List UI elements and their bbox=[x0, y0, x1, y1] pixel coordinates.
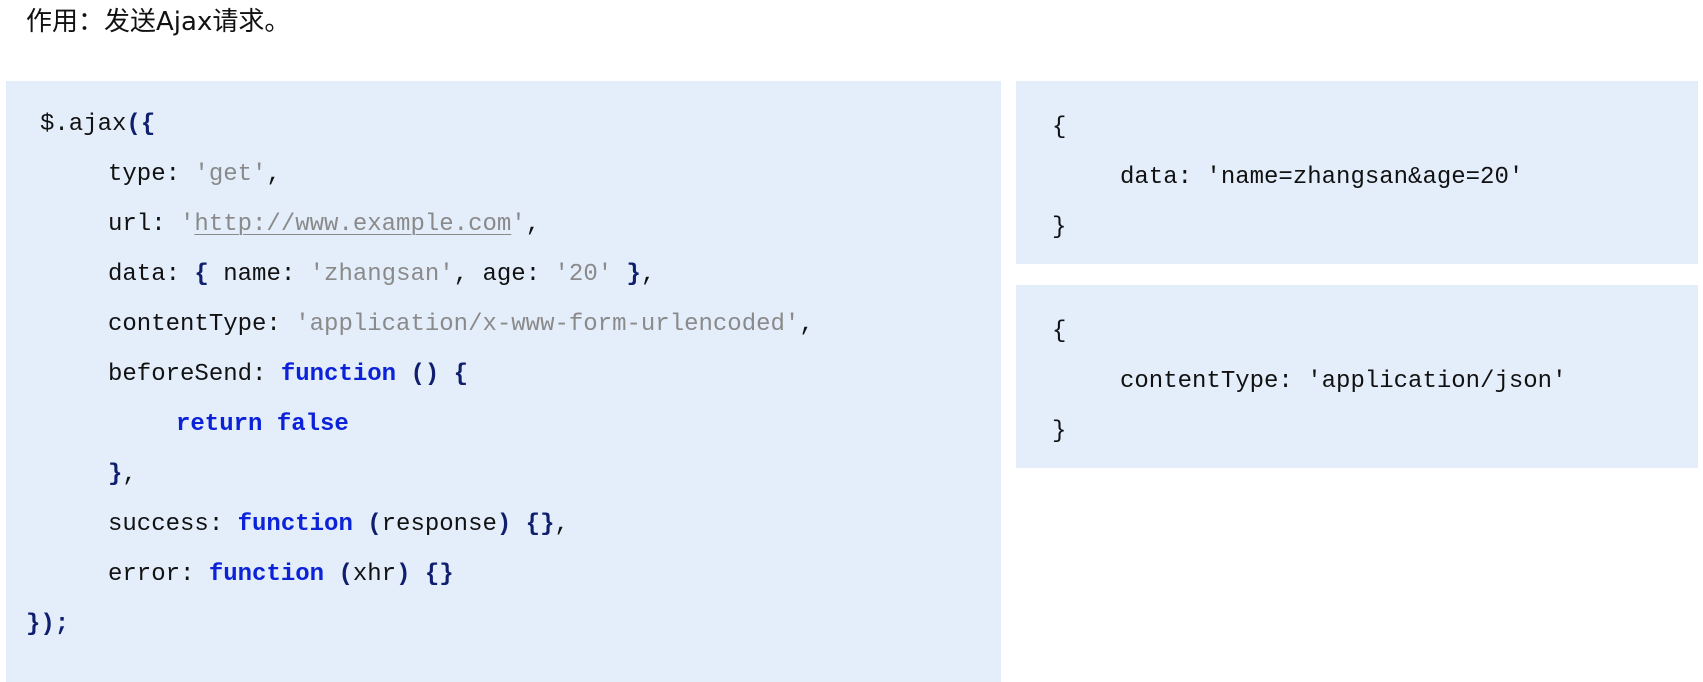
code-token: , bbox=[640, 261, 656, 288]
code-token: 'get' bbox=[194, 161, 267, 188]
code-token: , bbox=[122, 461, 137, 488]
code-token: () { bbox=[396, 361, 469, 388]
code-token: ( bbox=[352, 511, 382, 538]
code-line-5: contentType: 'application/x-www-form-url… bbox=[108, 305, 814, 345]
code-line-3: url: 'http://www.example.com', bbox=[108, 205, 540, 245]
code-token: contentType: bbox=[108, 311, 296, 338]
code-token: , age: bbox=[453, 261, 555, 288]
data-example-block: { data: 'name=zhangsan&age=20' } bbox=[1016, 81, 1698, 264]
code-line-close: } bbox=[1052, 418, 1067, 445]
code-token: return false bbox=[176, 411, 349, 438]
code-token: beforeSend: bbox=[108, 361, 281, 388]
code-line-body: contentType: 'application/json' bbox=[1120, 368, 1567, 395]
code-token: url: bbox=[108, 211, 181, 238]
code-line-4: data: { name: 'zhangsan', age: '20' }, bbox=[108, 255, 655, 295]
code-token: xhr bbox=[352, 561, 397, 588]
code-token: type: bbox=[108, 161, 195, 188]
code-line-7: return false bbox=[176, 405, 349, 445]
code-token: 'application/x-www-form-urlencoded' bbox=[295, 311, 800, 338]
code-line-close: } bbox=[1052, 214, 1067, 241]
code-token: ' bbox=[180, 211, 195, 238]
code-line-open: { bbox=[1052, 114, 1067, 141]
code-token: , bbox=[554, 511, 569, 538]
code-token: response bbox=[381, 511, 497, 538]
code-line-1: $.ajax({ bbox=[40, 105, 155, 145]
code-token: function bbox=[208, 561, 325, 588]
code-token: function bbox=[280, 361, 397, 388]
code-token: ' bbox=[511, 211, 526, 238]
code-token: }); bbox=[26, 611, 70, 638]
code-token: ) {} bbox=[396, 561, 454, 588]
code-token: , bbox=[799, 311, 814, 338]
code-token: } bbox=[108, 461, 123, 488]
code-line-2: type: 'get', bbox=[108, 155, 281, 195]
code-token: success: bbox=[108, 511, 238, 538]
ajax-code-block: $.ajax({ type: 'get', url: 'http://www.e… bbox=[6, 81, 1001, 682]
code-token: } bbox=[612, 261, 641, 288]
code-token: { bbox=[194, 261, 209, 288]
code-token: , bbox=[525, 211, 541, 238]
code-token: '20' bbox=[554, 261, 613, 288]
code-token: , bbox=[266, 161, 281, 188]
code-token: error: bbox=[108, 561, 209, 588]
code-token: function bbox=[237, 511, 353, 538]
code-line-8: }, bbox=[108, 455, 137, 495]
code-token: 'zhangsan' bbox=[309, 261, 454, 288]
code-line-6: beforeSend: function () { bbox=[108, 355, 468, 395]
code-line-open: { bbox=[1052, 318, 1067, 345]
code-token: name: bbox=[208, 261, 310, 288]
code-token: ) {} bbox=[496, 511, 555, 538]
code-token: ( bbox=[324, 561, 353, 588]
content-type-example-block: { contentType: 'application/json' } bbox=[1016, 285, 1698, 468]
code-token: $.ajax bbox=[40, 111, 127, 138]
page-title: 作用：发送Ajax请求。 bbox=[26, 7, 291, 37]
url-link[interactable]: http://www.example.com bbox=[194, 211, 512, 238]
code-line-body: data: 'name=zhangsan&age=20' bbox=[1120, 164, 1524, 191]
code-line-9: success: function (response) {}, bbox=[108, 505, 569, 545]
code-line-10: error: function (xhr) {} bbox=[108, 555, 454, 595]
code-token: data: bbox=[108, 261, 195, 288]
code-line-11: }); bbox=[26, 605, 69, 645]
code-token: ({ bbox=[126, 111, 156, 138]
